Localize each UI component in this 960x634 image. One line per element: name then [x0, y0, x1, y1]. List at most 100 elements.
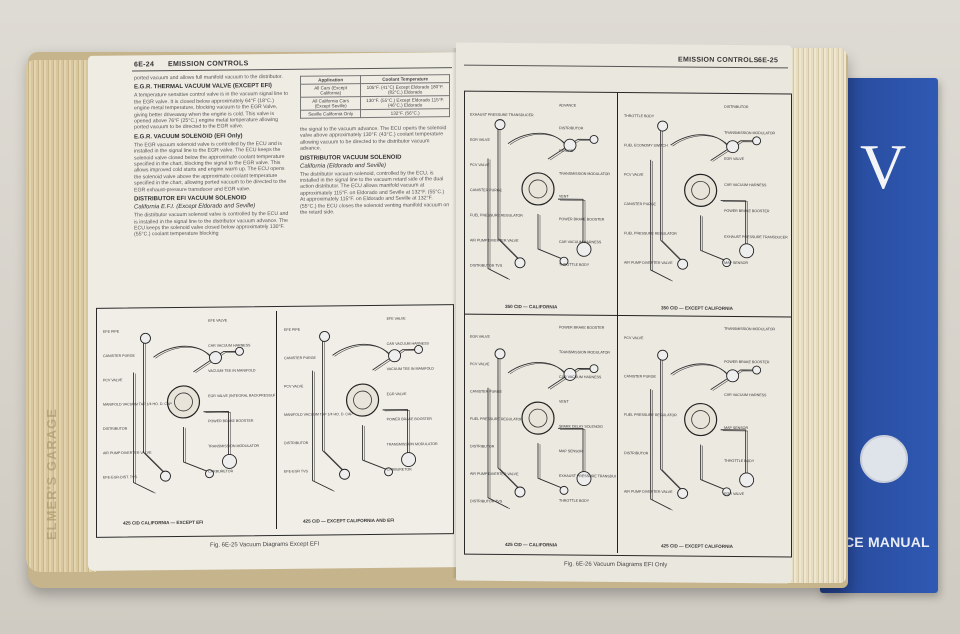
diagram-label: PCV VALVE [624, 336, 644, 340]
diagram-label: EFE VALVE [387, 317, 407, 321]
egr-solenoid-text: The EGR vacuum solenoid valve is control… [134, 140, 287, 194]
diagram-label: EFE VALVE [208, 318, 228, 322]
vacuum-hose [720, 429, 747, 475]
vacuum-hose [362, 425, 388, 471]
diagram-label: THROTTLE BODY [624, 114, 655, 118]
diagram-label: EFE-EGR TVS [284, 469, 308, 473]
right-page-header: EMISSION CONTROLS [678, 56, 759, 65]
vacuum-hose [183, 426, 209, 473]
vacuum-component [563, 367, 577, 381]
diagram-label: CARBURETOR [387, 467, 412, 471]
left-page-header: EMISSION CONTROLS [168, 60, 249, 69]
dist-solenoid-subheading: California (Eldorado and Seville) [300, 162, 387, 170]
vacuum-diagram-425-cal-except-efi: EFE VALVE CAR VACUUM HARNESS VACUUM TEE IN… [103, 318, 275, 494]
vacuum-hose [314, 371, 335, 492]
vacuum-component [222, 454, 237, 469]
vacuum-component [563, 138, 577, 152]
vacuum-hose [334, 345, 395, 361]
vacuum-component [319, 331, 331, 342]
diagram-label: CAR VACUUM HARNESS [559, 240, 602, 244]
carburetor-throttle-body [684, 402, 718, 437]
vacuum-hose [322, 340, 343, 471]
egr-thermal-text: A temperature sensitive control valve is… [134, 91, 288, 131]
diagram-label: TRANSMISSION MODULATOR [559, 172, 610, 176]
vacuum-hose [205, 412, 231, 458]
diagram-label: EGR VALVE [470, 138, 490, 142]
vacuum-hose [324, 341, 345, 472]
diagram-label: ADVANCE [559, 103, 577, 107]
diagram-label: DISTRIBUTOR [559, 126, 584, 130]
diagram-label: TRANSMISSION MODULATOR [387, 442, 438, 447]
throttle-bore [528, 408, 548, 428]
vacuum-diagram-350-california: ADVANCE DISTRIBUTOR RETARD TRANSMISSION MOD… [470, 103, 610, 280]
vacuum-hose [145, 343, 166, 474]
vacuum-component [722, 487, 732, 497]
diagram-label: MANIFOLD VACUUM TAP 1/4 HO. D. CAP [284, 412, 353, 417]
edge-stamp: ELMER'S GARAGE [44, 408, 59, 540]
diagram-label: AIR PUMP DIVERTER VALVE [103, 451, 152, 456]
diagram-label: CANISTER PURGE [103, 354, 136, 358]
vacuum-hose [670, 134, 732, 151]
dist-solenoid-heading: DISTRIBUTOR VACUUM SOLENOID [300, 154, 402, 162]
vacuum-component [739, 472, 755, 488]
carburetor-throttle-body [166, 385, 201, 419]
dist-solenoid-text: The distributor vacuum solenoid, control… [300, 169, 450, 216]
vacuum-component [657, 120, 669, 132]
diagram1-caption: 425 CID CALIFORNIA — EXCEPT EFI [123, 519, 204, 526]
diagram-label: VACUUM TEE IN MANIFOLD [208, 368, 256, 373]
vacuum-hose [652, 160, 673, 282]
dist-efi-subheading: California E.F.I. (Except Eldorado and S… [134, 203, 256, 211]
throttle-bore [691, 180, 711, 200]
vacuum-hose [652, 390, 673, 511]
vacuum-hose [558, 198, 584, 245]
vacuum-hose [384, 410, 410, 456]
diagram-label: THROTTLE BODY [559, 499, 590, 503]
vacuum-component [160, 470, 171, 482]
header-rule [464, 64, 788, 69]
vacuum-hose [489, 159, 511, 280]
diagram-label: POWER BRAKE BOOSTER [724, 360, 770, 364]
diagram-label: DISTRIBUTOR [103, 427, 128, 431]
vacuum-hose [193, 350, 239, 373]
vacuum-hose [670, 363, 732, 381]
diagram-label: RETARD [559, 149, 574, 153]
vacuum-component [752, 365, 762, 375]
vacuum-component [559, 256, 569, 266]
diagram-label: FUEL PRESSURE REGULATOR [470, 417, 523, 421]
egr-solenoid-heading: E.G.R. VACUUM SOLENOID (EFI Only) [134, 133, 243, 141]
diagram-label: CANISTER PURGE [284, 356, 317, 360]
vacuum-hose [185, 427, 211, 473]
vacuum-hose [660, 130, 681, 261]
vacuum-component [388, 349, 402, 363]
diagram-label: DISTRIBUTOR TVS [470, 264, 503, 268]
diagram-label: EXHAUST PRESSURE TRANSDUCER [559, 474, 616, 479]
vacuum-component [726, 140, 740, 154]
vacuum-hose [547, 368, 593, 389]
dist-efi-text: The distributor vacuum solenoid valve is… [134, 210, 289, 238]
throttle-bore [353, 390, 372, 410]
diagram-label: SPARK DELAY SOLENOID [559, 424, 603, 428]
diagram-label: EFE-EGR-DIST. TVS [103, 475, 137, 479]
vacuum-component [576, 241, 592, 257]
vacuum-component [677, 258, 689, 270]
vacuum-component [494, 348, 506, 360]
diagram-label: EXHAUST PRESSURE TRANSDUCER [724, 235, 788, 240]
diagram-label: CAR VACUUM HARNESS [387, 342, 430, 346]
diagram-label: TRANSMISSION MODULATOR [208, 444, 259, 449]
vacuum-hose [509, 134, 571, 151]
left-page: 6E-24 EMISSION CONTROLS ported vacuum an… [88, 52, 460, 571]
diagram-label: CAR VACUUM HARNESS [208, 343, 251, 347]
vacuum-hose [720, 200, 747, 246]
vacuum-component [657, 349, 669, 361]
diagram-label: EGR VALVE [470, 335, 490, 339]
diagram-divider-vertical [617, 92, 619, 553]
diagram-label: DISTRIBUTOR TVS [470, 499, 503, 503]
diagram-label: TRANSMISSION MODULATOR [724, 327, 775, 331]
dist-efi-heading: DISTRIBUTOR EFI VACUUM SOLENOID [134, 195, 247, 203]
diagram-label: AIR PUMP DIVERTER VALVE [470, 472, 519, 476]
vacuum-hose [372, 349, 418, 371]
right-diagram-panel: ADVANCE DISTRIBUTOR RETARD TRANSMISSION MOD… [464, 90, 792, 558]
